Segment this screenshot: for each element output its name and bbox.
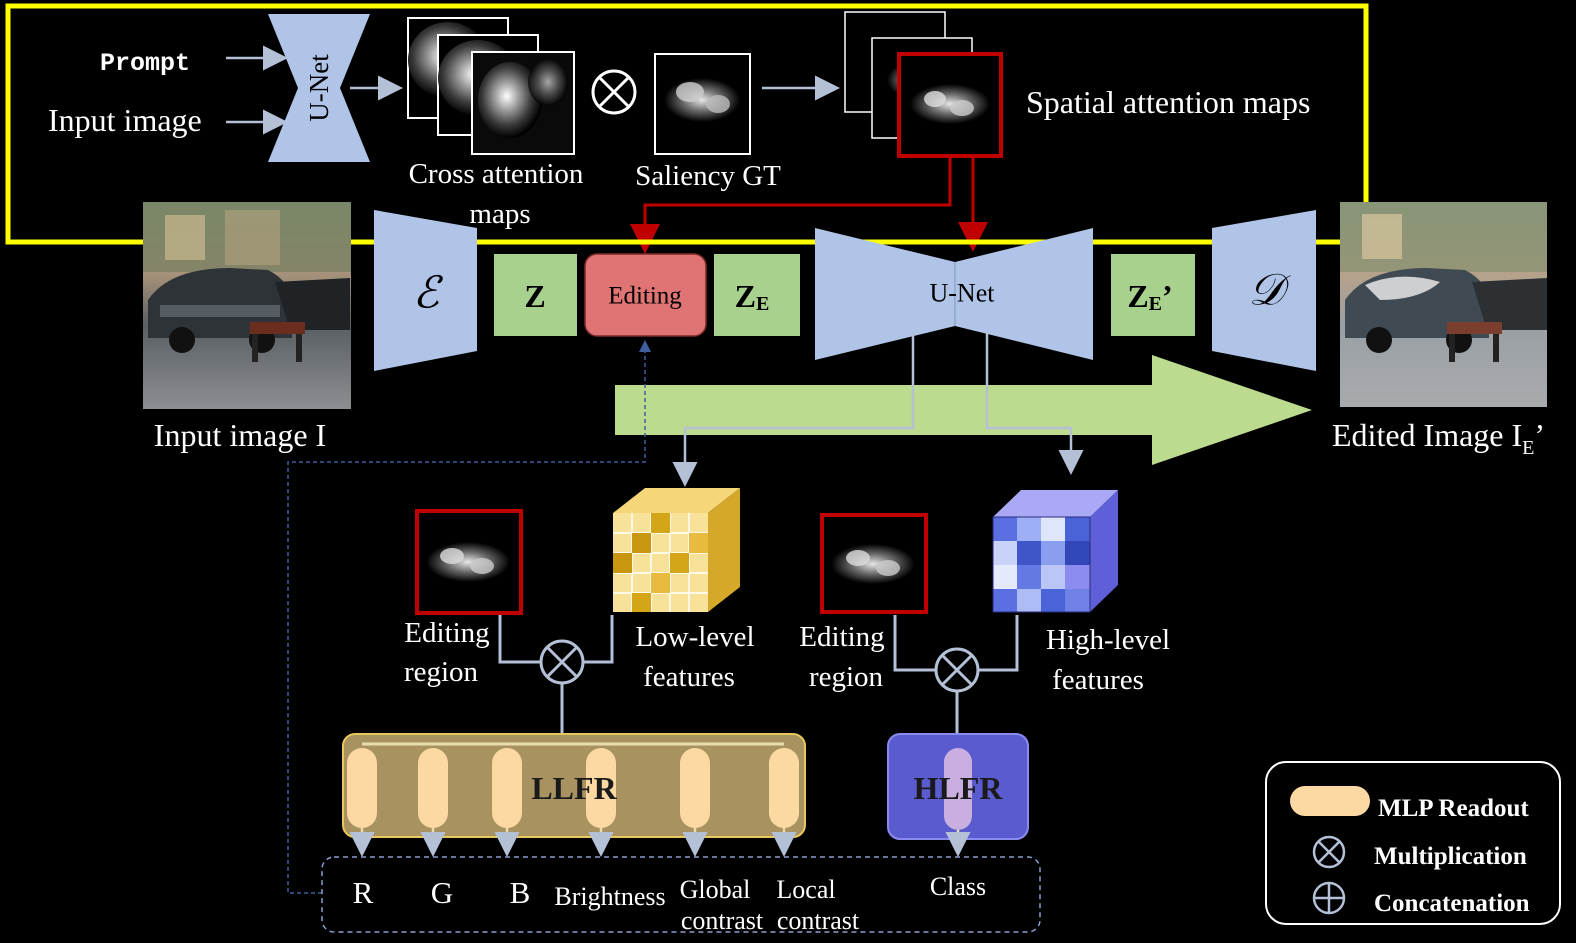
editing-region-right-line1: Editing <box>799 621 884 653</box>
output-r: R <box>353 875 374 910</box>
llfr-output-arrows <box>349 828 797 857</box>
cross-attention-label-line2: maps <box>469 198 530 230</box>
top-panel-highlight <box>5 3 1369 245</box>
feedback-dashed-line <box>287 340 651 894</box>
spatial-attention-maps <box>844 11 1003 158</box>
top-multiply-icon <box>591 69 637 115</box>
legend-multiply-icon <box>1312 835 1346 869</box>
right-multiply-icon <box>934 647 980 693</box>
llfr-mlp-readouts <box>347 748 799 828</box>
output-global-contrast-line1: Global <box>680 875 751 904</box>
cross-attention-maps <box>407 17 575 155</box>
editing-region-map-right <box>820 513 928 614</box>
decoder-shape <box>1212 210 1316 371</box>
spatial-to-editing-line <box>630 156 952 254</box>
legend-concat-icon <box>1312 881 1346 915</box>
prompt-label: Prompt <box>100 49 190 78</box>
editing-region-left-line2: region <box>404 656 479 688</box>
output-brightness: Brightness <box>554 882 665 911</box>
output-local-contrast-line2: contrast <box>777 906 860 935</box>
right-cube-to-mult-line <box>978 615 1019 672</box>
editing-box <box>584 253 707 337</box>
legend-mlp-label: MLP Readout <box>1378 795 1529 822</box>
top-input-image-label: Input image <box>48 102 202 138</box>
main-unet-label: U-Net <box>930 279 996 308</box>
edited-image-caption: Edited Image IE’ <box>1332 417 1545 459</box>
input-image <box>143 202 351 409</box>
outputs-dashed-box <box>321 856 1041 933</box>
spatial-attention-label: Spatial attention maps <box>1026 84 1310 120</box>
input-image-caption: Input image I <box>154 417 326 453</box>
legend-mlp-swatch <box>1290 786 1370 816</box>
top-unet-shape <box>268 14 370 162</box>
legend-mult-label: Multiplication <box>1374 843 1527 870</box>
left-region-to-mult-line <box>498 615 541 664</box>
unet-to-low-level-line <box>672 332 915 487</box>
ze-box <box>714 254 800 336</box>
edited-image <box>1340 202 1547 407</box>
legend-concat-label: Concatenation <box>1374 890 1530 917</box>
high-level-label-line2: features <box>1052 664 1144 696</box>
output-local-contrast-line1: Local <box>776 875 835 904</box>
low-level-feature-cube <box>613 488 740 612</box>
editing-region-map-left <box>415 509 523 615</box>
output-g: G <box>431 875 453 910</box>
output-b: B <box>510 875 531 910</box>
saliency-gt-label: Saliency GT <box>635 160 781 192</box>
hlfr-mlp-readout <box>944 748 972 830</box>
output-global-contrast-line2: contrast <box>681 906 764 935</box>
hlfr-label: HLFR <box>914 770 1004 806</box>
z-label: Z <box>524 278 545 314</box>
saliency-gt-map <box>654 53 751 155</box>
right-region-to-mult-line <box>893 615 936 672</box>
left-multiply-icon <box>539 639 585 685</box>
z-box <box>494 254 577 336</box>
editing-region-right-line2: region <box>809 661 884 693</box>
low-level-label-line1: Low-level <box>635 621 754 653</box>
main-unet-shape <box>815 228 1093 360</box>
cross-attention-label-line1: Cross attention <box>409 158 584 190</box>
high-level-feature-cube <box>992 490 1118 613</box>
encoder-shape <box>374 210 477 371</box>
ze-prime-box <box>1111 254 1195 336</box>
low-level-label-line2: features <box>643 661 735 693</box>
ze-label: ZE <box>735 278 770 315</box>
flow-arrow <box>615 355 1312 465</box>
editing-region-left-line1: Editing <box>404 617 489 649</box>
llfr-label: LLFR <box>531 770 617 806</box>
unet-to-high-level-line <box>985 332 1084 475</box>
top-unet-label: U-Net <box>304 54 334 122</box>
left-cube-to-mult-line <box>583 615 614 664</box>
output-class: Class <box>930 872 986 901</box>
high-level-label-line1: High-level <box>1046 624 1170 656</box>
ze-prime-label: ZE’ <box>1127 278 1172 315</box>
editing-label: Editing <box>608 283 682 310</box>
encoder-symbol: ℰ <box>413 269 444 318</box>
